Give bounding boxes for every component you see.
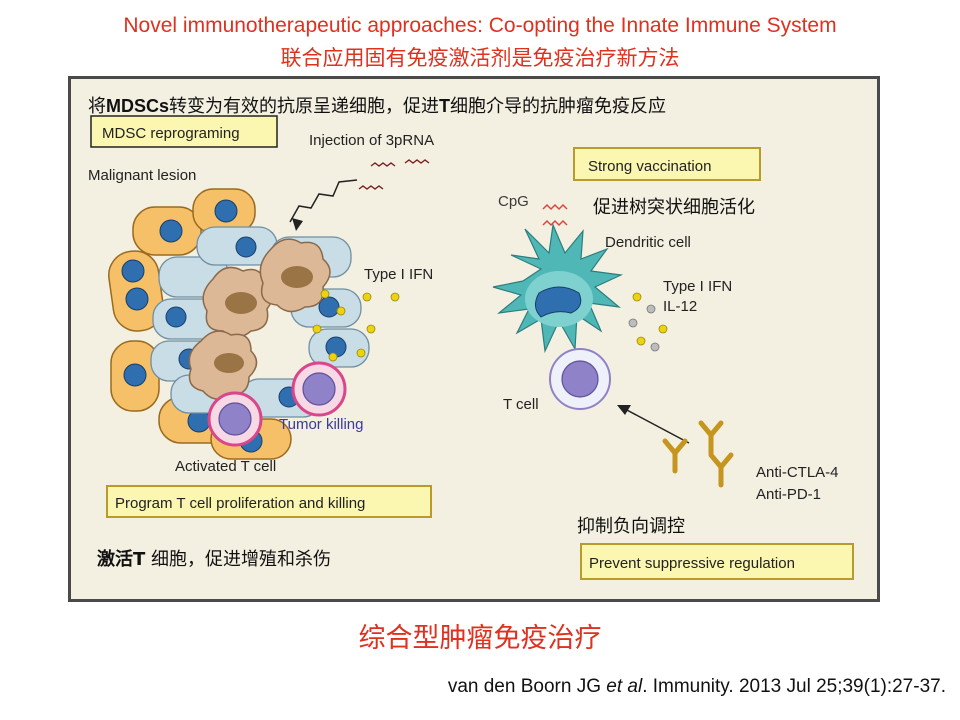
tumor-cells [188,238,331,400]
injection-arrow-head [292,218,303,231]
immunotherapy-diagram: 将MDSCs转变为有效的抗原呈递细胞，促进T细胞介导的抗肿瘤免疫反应 MDSC … [88,96,854,580]
dendritic-cell-label: Dendritic cell [605,234,691,251]
injection-arrow [289,179,358,223]
type-ifn-right-label: Type I IFN [663,278,732,295]
malignant-lesion-label: Malignant lesion [88,167,196,184]
activated-t-cells [207,361,347,447]
antibody-arrow-head [617,405,631,415]
anti-ctla4-label: Anti-CTLA-4 [756,464,839,481]
prevent-suppressive-label: Prevent suppressive regulation [589,555,795,572]
figure-panel: 将MDSCs转变为有效的抗原呈递细胞，促进T细胞介导的抗肿瘤免疫反应 MDSC … [68,76,880,602]
dc-activation-caption: 促进树突状细胞活化 [593,197,755,218]
cpg-squiggles [542,203,568,227]
strong-vaccination-label: Strong vaccination [588,158,711,175]
anti-pd1-label: Anti-PD-1 [756,486,821,503]
mdsc-reprograming-box: MDSC reprograming [90,115,278,148]
activated-t-cell-label: Activated T cell [175,458,276,475]
citation: van den Boorn JG et al. Immunity. 2013 J… [447,676,946,697]
program-t-cell-label: Program T cell proliferation and killing [115,495,365,512]
t-cell-label: T cell [503,396,539,413]
il12-label: IL-12 [663,298,697,315]
strong-vaccination-box: Strong vaccination [573,147,761,181]
bottom-left-caption: 激活T 细胞，促进增殖和杀伤 [97,548,331,570]
type-ifn-left-label: Type I IFN [364,266,433,283]
antibodies [662,420,734,488]
rna-squiggles [358,159,430,190]
tumor-nuclei [214,266,313,373]
top-caption: 将MDSCs转变为有效的抗原呈递细胞，促进T细胞介导的抗肿瘤免疫反应 [88,96,666,117]
slide-title-chinese: 联合应用固有免疫激活剂是免疫治疗新方法 [280,46,680,70]
suppression-caption: 抑制负向调控 [577,516,685,537]
prevent-suppressive-box: Prevent suppressive regulation [580,543,854,580]
cytokine-dots-right [628,292,668,352]
antibody-arrow [624,408,690,444]
cpg-label: CpG [498,193,529,210]
tumor-killing-label: Tumor killing [279,416,363,433]
injection-label: Injection of 3pRNA [309,132,434,149]
slide-title-english: Novel immunotherapeutic approaches: Co-o… [123,14,837,37]
naive-t-cell [549,348,611,410]
combined-therapy-subtitle: 综合型肿瘤免疫治疗 [358,623,602,654]
dendritic-cell [492,222,624,354]
program-t-cell-box: Program T cell proliferation and killing [106,485,432,518]
ifn-dots-left [312,289,400,362]
mdsc-reprograming-label: MDSC reprograming [102,125,240,142]
